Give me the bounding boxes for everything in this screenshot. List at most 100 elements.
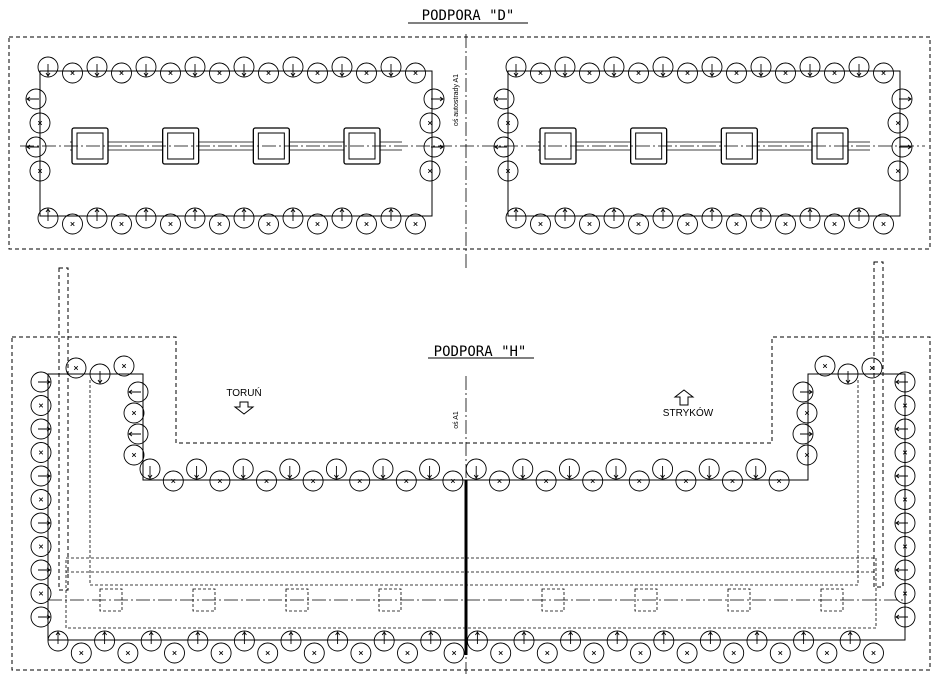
sheet-pile (530, 213, 551, 235)
sheet-pile (505, 56, 527, 78)
sheet-pile (677, 62, 698, 84)
sheet-pile (891, 88, 913, 110)
sheet-pile (796, 444, 818, 466)
duct-right (873, 261, 884, 588)
sheet-pile (887, 160, 909, 182)
sheet-pile (162, 470, 184, 492)
sheet-pile (280, 630, 302, 652)
sheet-pile (768, 470, 790, 492)
sheet-pile (873, 213, 894, 235)
sheet-pile (307, 62, 328, 84)
sheet-pile (873, 62, 894, 84)
sheet-pile (420, 630, 442, 652)
sheet-pile (25, 136, 47, 158)
sheet-pile (123, 444, 145, 466)
sheet-pile (861, 357, 883, 379)
sheet-pile (139, 458, 161, 480)
sheet-pile (30, 395, 52, 416)
sheet-pile (799, 207, 821, 229)
sheet-pile (111, 62, 132, 84)
sheet-pile (894, 371, 916, 393)
sheet-pile (184, 56, 206, 78)
sheet-pile (769, 642, 791, 664)
sheet-pile (579, 213, 600, 235)
sheet-pile (395, 470, 417, 492)
sheet-pile (325, 458, 347, 480)
sheet-pile (493, 88, 515, 110)
axis-label-d: oś autostrady A1 (453, 74, 460, 126)
sheet-pile (127, 381, 149, 403)
sheet-pile (750, 56, 772, 78)
sheet-pile (233, 56, 255, 78)
sheet-pile (824, 62, 845, 84)
sheet-pile (256, 470, 277, 492)
sheet-pile (816, 642, 838, 664)
sheet-pile (94, 630, 116, 652)
sheet-pile (327, 630, 349, 652)
sheet-pile (583, 642, 605, 664)
sheet-pile (30, 559, 52, 581)
sheet-pile (65, 357, 87, 379)
sheet-pile (62, 213, 83, 235)
sheet-pile (530, 62, 551, 84)
sheet-pile (723, 642, 745, 664)
excavation-outline-d (8, 36, 931, 250)
column-footprint (99, 588, 123, 612)
sheet-pile (117, 642, 139, 664)
sheet-pile (606, 630, 628, 652)
sheet-pile (894, 559, 916, 581)
sheet-pile (29, 160, 51, 182)
sheet-pile (113, 355, 135, 377)
sheet-pile (160, 213, 181, 235)
sheet-pile (698, 458, 720, 480)
sheet-pile (558, 458, 580, 480)
sheet-pile (894, 395, 916, 416)
sheet-pile (894, 442, 916, 463)
sheet-pile (652, 458, 674, 480)
sheet-pile (307, 213, 328, 235)
sheet-pile (210, 642, 232, 664)
column-footprint (378, 588, 402, 612)
arrow-up-icon (673, 389, 695, 406)
sheet-pile (603, 207, 625, 229)
sheet-pile (466, 630, 488, 652)
sheet-pile (258, 62, 279, 84)
sheet-pile (628, 62, 649, 84)
sheet-pile (605, 458, 627, 480)
sheet-pile (726, 62, 747, 84)
sheet-pile (419, 112, 441, 134)
sheet-pile (184, 207, 206, 229)
sheet-pile (582, 470, 604, 492)
column-footprint (285, 588, 309, 612)
sheet-pile (356, 62, 377, 84)
sheet-pile (536, 642, 558, 664)
sheet-piles-left (25, 56, 445, 235)
sheet-pile (603, 56, 625, 78)
sheet-pile (30, 536, 52, 557)
sheet-pile (380, 207, 402, 229)
sheet-pile (863, 642, 884, 664)
pile-cap-left (39, 70, 433, 217)
sheet-pile (799, 56, 821, 78)
sheet-pile (380, 56, 402, 78)
sheet-pile (331, 207, 353, 229)
sheet-pile (186, 458, 208, 480)
sheet-pile (37, 207, 59, 229)
sheet-pile (837, 363, 859, 385)
sheet-pile (792, 423, 814, 445)
direction-label-strykow: STRYKÓW (663, 406, 714, 419)
direction-label-torun: TORUŃ (226, 386, 261, 399)
title-podpora-d: PODPORA "D" (422, 8, 515, 24)
sheet-pile (653, 630, 675, 652)
sheet-pile (891, 136, 913, 158)
sheet-pile (512, 458, 534, 480)
inner-dashed-band (65, 557, 877, 629)
sheet-pile (848, 207, 870, 229)
sheet-pile (303, 642, 325, 664)
sheet-pile (894, 512, 916, 534)
sheet-pile (30, 418, 52, 440)
sheet-pile (465, 458, 487, 480)
sheet-pile (443, 642, 465, 664)
title-podpora-h: PODPORA "H" (434, 344, 527, 360)
